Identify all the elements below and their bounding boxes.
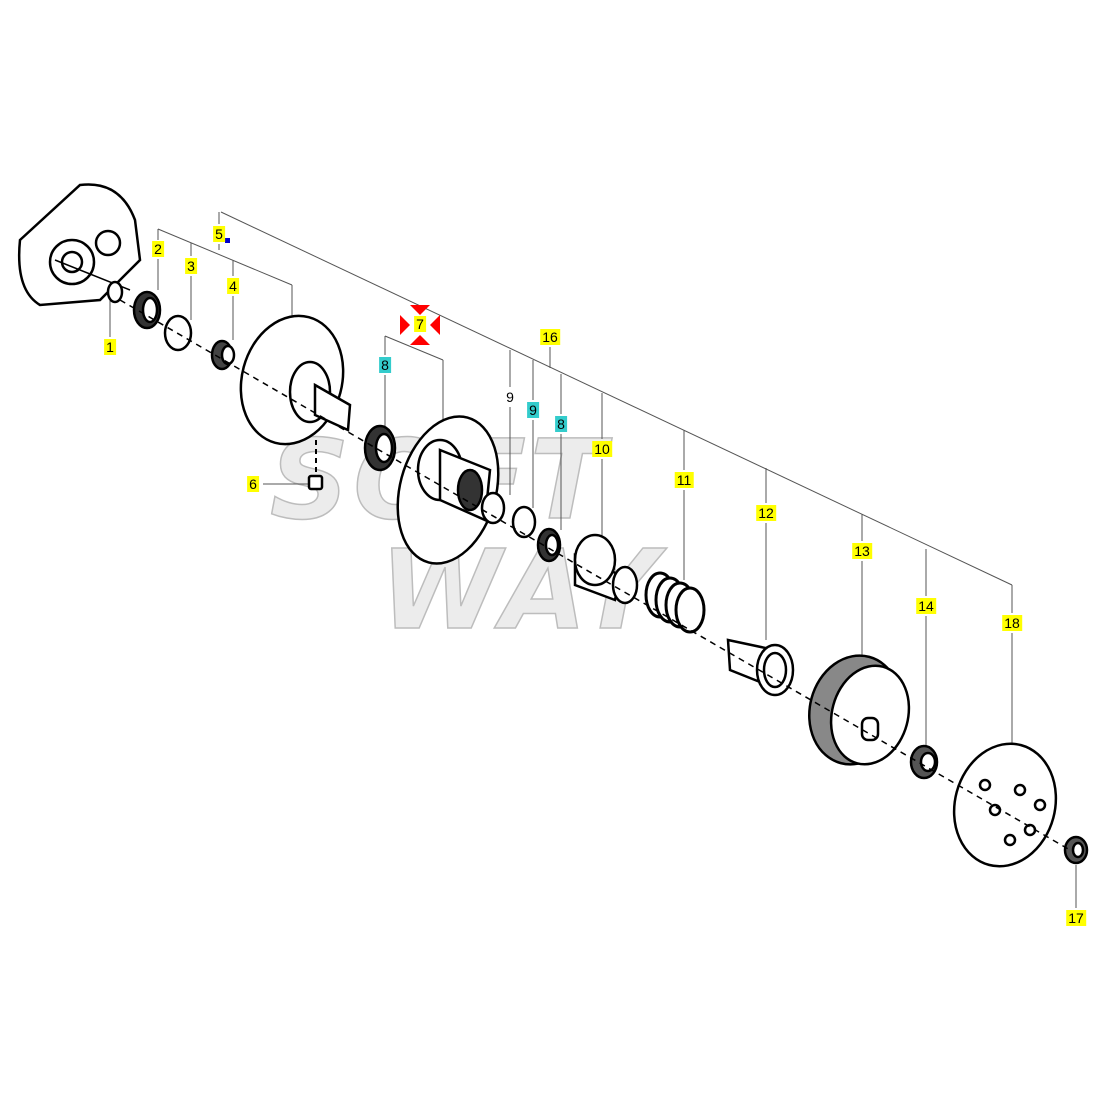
callout-16[interactable]: 16 [540,329,560,345]
callout-3[interactable]: 3 [185,258,197,274]
selection-marker-icon [400,305,440,345]
o-ring-part [511,505,537,539]
callout-11[interactable]: 11 [674,472,694,488]
callout-5[interactable]: 5 [213,226,225,242]
leader-line [157,228,293,286]
parts [18,183,1089,868]
callout-10[interactable]: 10 [592,441,612,457]
spring-part [644,571,706,634]
callout-8b[interactable]: 8 [555,416,567,432]
callout-12[interactable]: 12 [756,505,776,521]
clutch-bell-part [952,742,1058,868]
callout-13[interactable]: 13 [852,543,872,559]
callout-9a[interactable]: 9 [506,389,514,405]
o-ring-part [480,491,506,525]
leader-lines [109,211,1077,908]
callout-9b[interactable]: 9 [527,402,539,418]
callout-18[interactable]: 18 [1002,615,1022,631]
callout-6[interactable]: 6 [247,476,259,492]
callout-8a[interactable]: 8 [379,357,391,373]
callout-7[interactable]: 7 [414,316,426,332]
callout-17[interactable]: 17 [1066,910,1086,926]
screw-part [307,474,324,491]
callout-14[interactable]: 14 [916,598,936,614]
callout-1[interactable]: 1 [104,339,116,355]
cursor-point [225,238,230,243]
leader-line [384,335,444,361]
circlip-part [106,280,124,304]
callout-2[interactable]: 2 [152,241,164,257]
leader-line [220,211,1013,586]
callout-4[interactable]: 4 [227,278,239,294]
